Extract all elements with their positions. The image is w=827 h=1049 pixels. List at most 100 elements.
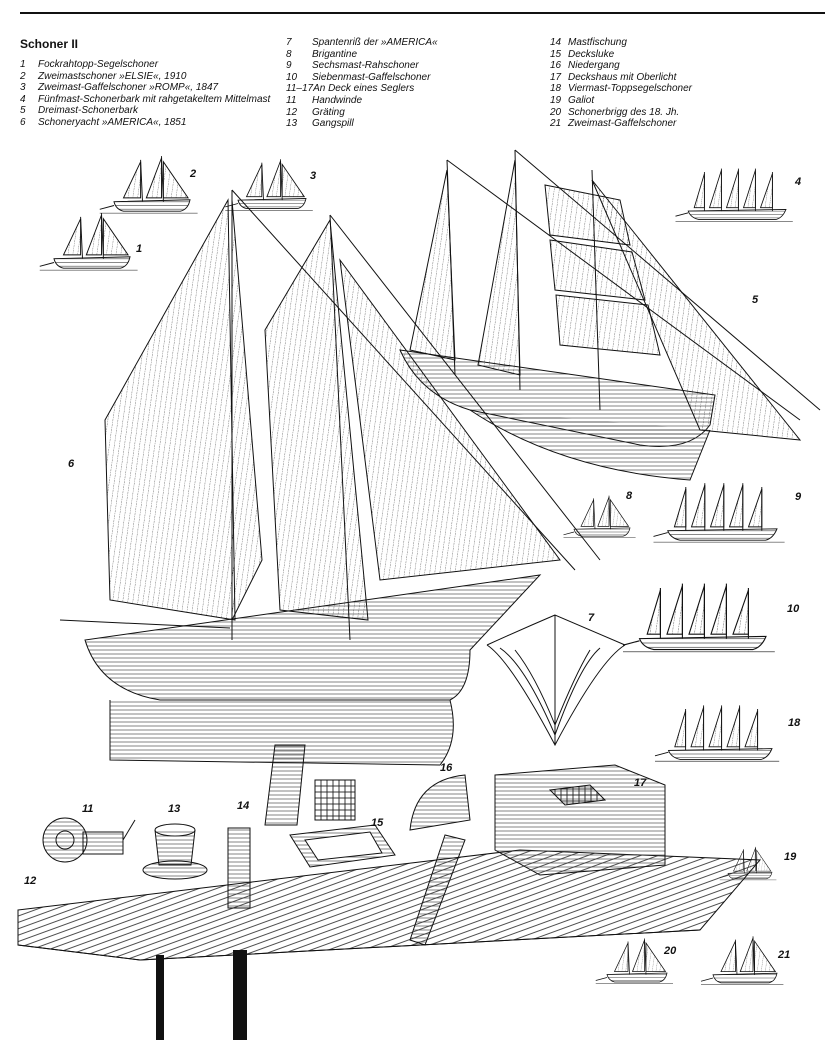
legend-number: 3 (20, 82, 26, 94)
figure-number: 9 (795, 491, 802, 503)
legend-number: 21 (550, 118, 562, 130)
legend-number: 6 (20, 116, 26, 128)
legend-number: 13 (286, 118, 298, 130)
figure-number: 8 (626, 490, 633, 502)
legend-number: 20 (550, 106, 562, 118)
legend-item: 12 Gräting (286, 107, 536, 119)
legend-item: 5 Dreimast-Schonerbark (20, 105, 280, 117)
figure-number: 6 (68, 458, 75, 470)
legend-number: 16 (550, 60, 562, 72)
legend-item: 14 Mastfischung (550, 37, 810, 49)
figure-number: 7 (588, 612, 595, 624)
figure-number: 3 (310, 170, 317, 182)
figure-8-ship (563, 495, 636, 538)
legend-number: 18 (550, 83, 562, 95)
figure-2-ship (99, 155, 199, 214)
deck-scene (17, 744, 762, 1040)
legend-text: Deckshaus mit Oberlicht (568, 71, 677, 83)
figure-3-ship (224, 158, 314, 211)
legend-item: 8 Brigantine (286, 49, 536, 61)
legend-text: Handwinde (312, 94, 363, 106)
legend-number: 2 (20, 70, 26, 82)
legend-text: Fockrahtopp-Segelschoner (38, 59, 159, 70)
legend-number: 15 (550, 48, 562, 60)
figure-7-body-plan (486, 614, 626, 747)
legend-number: 4 (20, 93, 26, 105)
legend-number: 11 (286, 94, 297, 106)
legend-item: 16 Niedergang (550, 60, 810, 72)
legend-number: 7 (286, 37, 292, 48)
legend-text: Decksluke (568, 48, 615, 60)
legend-number: 11–17 (286, 83, 314, 95)
legend-item: 17 Deckshaus mit Oberlicht (550, 72, 810, 84)
legend-text: Galiot (568, 94, 595, 106)
figure-number: 4 (795, 176, 802, 188)
legend-text: Spantenriß der »AMERICA« (312, 37, 438, 48)
legend-item: 15 Decksluke (550, 49, 810, 61)
figure-4-ship (675, 168, 794, 222)
legend-item: 19 Galiot (550, 95, 810, 107)
figure-number: 20 (664, 945, 677, 957)
figure-number: 19 (784, 851, 797, 863)
legend-number: 12 (286, 106, 298, 118)
legend-item: 7 Spantenriß der »AMERICA« (286, 37, 536, 49)
figure-number: 18 (788, 717, 801, 729)
legend-item: 1 Fockrahtopp-Segelschoner (20, 59, 280, 71)
figure-number: 1 (136, 243, 143, 255)
figure-21-ship (700, 936, 784, 985)
figure-number: 15 (371, 817, 384, 829)
legend-item: 11 Handwinde (286, 95, 536, 107)
legend-item: 6 Schoneryacht »AMERICA«, 1851 (20, 117, 280, 129)
figure-number: 12 (24, 875, 37, 887)
figure-number: 14 (237, 800, 250, 812)
legend-text: Niedergang (568, 60, 620, 72)
page-title: Schoner II (20, 37, 79, 51)
legend-item: 10 Siebenmast-Gaffelschoner (286, 72, 536, 84)
legend-text: Zweimast-Gaffelschoner (568, 118, 677, 130)
legend-text: Gangspill (312, 118, 354, 130)
legend-text: Fünfmast-Schonerbark mit rahgetakeltem M… (38, 93, 271, 105)
legend-text: Sechsmast-Rahschoner (312, 60, 419, 72)
legend-number: 17 (550, 71, 562, 83)
figure-number: 11 (82, 803, 94, 815)
figure-10-ship (622, 583, 776, 653)
legend-item: 18 Viermast-Toppsegelschoner (550, 83, 810, 95)
legend-number: 19 (550, 94, 562, 106)
figure-number: 17 (634, 777, 647, 789)
figure-number: 21 (778, 949, 791, 961)
figure-number: 5 (752, 294, 759, 306)
legend-number: 5 (20, 105, 26, 117)
figure-6-ship (59, 189, 601, 766)
legend-text: Brigantine (312, 48, 358, 60)
legend-item: 13 Gangspill (286, 118, 536, 130)
legend-number: 8 (286, 48, 292, 60)
legend-text: Zweimast-Gaffelschoner »ROMP«, 1847 (38, 82, 219, 94)
legend-item: 20 Schonerbrigg des 18. Jh. (550, 107, 810, 119)
figure-number: 16 (440, 762, 453, 774)
legend-item: 3 Zweimast-Gaffelschoner »ROMP«, 1847 (20, 82, 280, 94)
legend-number: 14 (550, 37, 562, 48)
figure-9-ship (653, 482, 786, 543)
figure-number: 10 (787, 603, 800, 615)
legend-number: 10 (286, 71, 298, 83)
legend-text: Dreimast-Schonerbark (38, 105, 139, 117)
legend-text: Viermast-Toppsegelschoner (568, 83, 692, 95)
top-rule (20, 12, 825, 14)
legend-text: Schoneryacht »AMERICA«, 1851 (38, 116, 187, 128)
legend-text: Schonerbrigg des 18. Jh. (568, 106, 680, 118)
legend-text: An Deck eines Seglers (313, 83, 415, 95)
legend-text: Mastfischung (568, 37, 627, 48)
legend-text: Siebenmast-Gaffelschoner (312, 71, 431, 83)
figure-number: 2 (190, 168, 197, 180)
figure-5-ship (399, 149, 821, 481)
legend-text: Gräting (312, 106, 345, 118)
legend-number: 1 (20, 59, 26, 70)
legend-item: 21 Zweimast-Gaffelschoner (550, 118, 810, 130)
